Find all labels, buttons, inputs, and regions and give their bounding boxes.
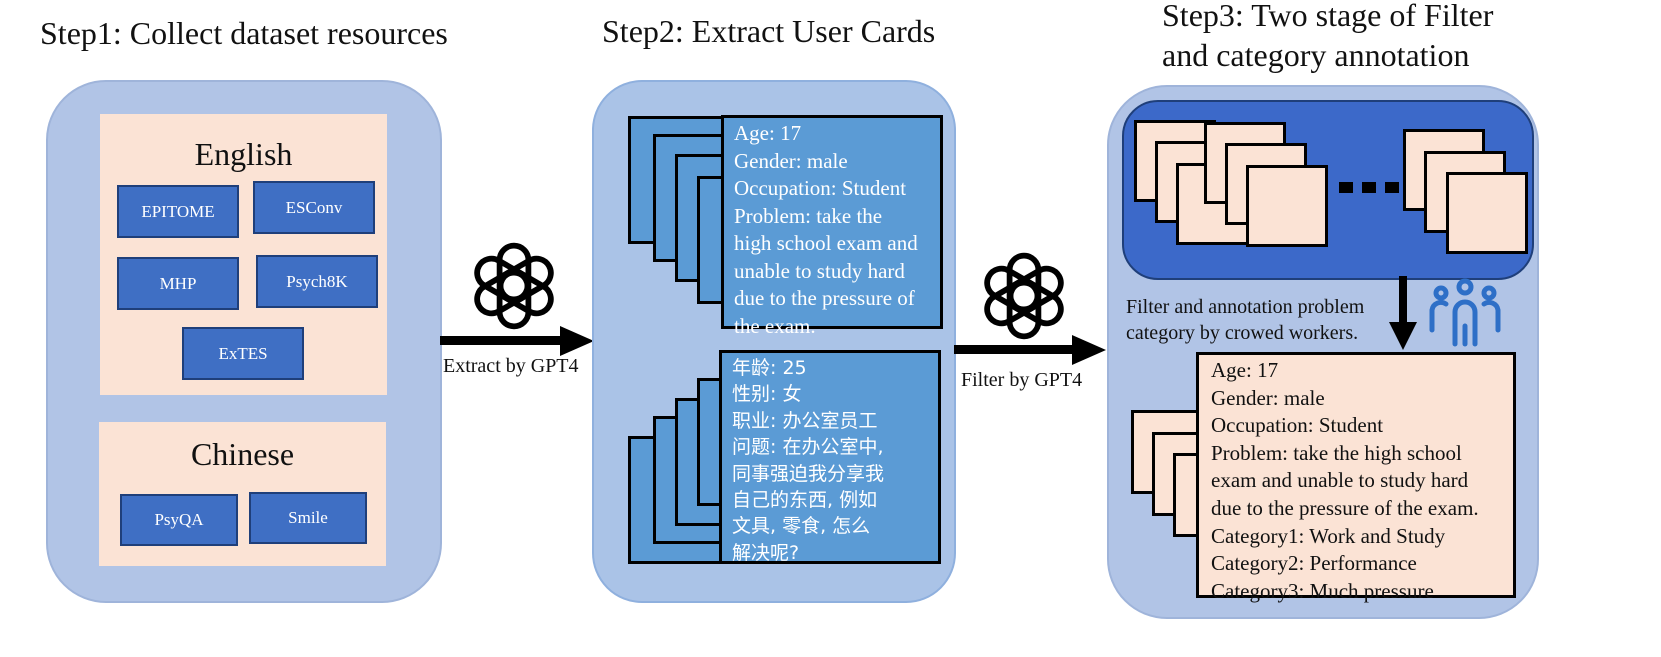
english-label: English — [194, 136, 293, 172]
card-line: 自己的东西, 例如 — [732, 489, 878, 512]
result-card-line: exam and unable to study hard — [1211, 468, 1469, 493]
card-line: 同事强迫我分享我 — [732, 462, 885, 485]
user-card-chinese: 年龄: 25 性别: 女 职业: 办公室员工 问题: 在办公室中, 同事强迫我分… — [719, 350, 941, 564]
step2-title: Step2: Extract User Cards — [602, 13, 936, 49]
dataset-smile: Smile — [249, 492, 367, 544]
extract-label: Extract by GPT4 — [443, 355, 579, 377]
result-card-line: Category1: Work and Study — [1211, 523, 1446, 548]
annotate-arrow — [1399, 276, 1407, 326]
openai-logo-icon — [474, 242, 554, 330]
openai-logo-icon — [984, 252, 1064, 340]
dataset-psyqa: PsyQA — [120, 494, 238, 546]
card-line: 解决呢? — [732, 541, 800, 564]
card-line: 职业: 办公室员工 — [732, 409, 878, 432]
result-card-line: Gender: male — [1211, 385, 1325, 410]
dataset-esconv: ESConv — [253, 181, 375, 234]
dataset-epitome: EPITOME — [117, 185, 239, 238]
card-line: 性别: 女 — [732, 383, 802, 406]
result-card-line: Age: 17 — [1211, 358, 1279, 382]
card-line: Gender: male — [734, 148, 848, 173]
annotate-arrowhead — [1389, 322, 1417, 350]
annotated-user-card: Age: 17 Gender: male Occupation: Student… — [1196, 352, 1516, 603]
step3-title-line2: and category annotation — [1162, 37, 1470, 73]
filter-label: Filter by GPT4 — [961, 369, 1083, 391]
pool-card — [1446, 172, 1528, 254]
annotation-note-line1: Filter and annotation problem — [1126, 296, 1365, 318]
card-line: Age: 17 — [734, 121, 802, 145]
result-card-line: due to the pressure of the exam. — [1211, 495, 1479, 520]
result-card-line: Problem: take the high school — [1211, 440, 1462, 465]
card-line: 问题: 在办公室中, — [732, 436, 884, 459]
dataset-extes: ExTES — [182, 327, 304, 380]
dataset-mhp: MHP — [117, 257, 239, 310]
ellipsis-dot — [1339, 182, 1353, 193]
step3-title-line1: Step3: Two stage of Filter — [1162, 0, 1494, 33]
filter-arrow — [954, 345, 1076, 354]
card-line: Problem: take the — [734, 203, 883, 228]
card-line: Occupation: Student — [734, 176, 907, 200]
step1-title: Step1: Collect dataset resources — [40, 15, 448, 51]
card-line: the exam. — [734, 313, 816, 338]
annotation-note: Filter and annotation problem category b… — [1126, 294, 1364, 346]
card-line: 文具, 零食, 怎么 — [732, 515, 871, 538]
ellipsis-dot — [1385, 182, 1399, 193]
card-line: 年龄: 25 — [732, 357, 807, 379]
result-card-line: Occupation: Student — [1211, 413, 1384, 438]
card-line: unable to study hard — [734, 258, 905, 283]
filter-arrowhead — [1072, 335, 1106, 365]
ellipsis-dot — [1362, 182, 1376, 193]
extract-arrow — [440, 336, 564, 345]
annotation-note-line2: category by crowed workers. — [1126, 322, 1359, 344]
pool-card — [1246, 165, 1328, 247]
crowd-workers-icon — [1429, 278, 1501, 347]
card-line: due to the pressure of — [734, 286, 915, 310]
dataset-psych8k: Psych8K — [256, 255, 378, 308]
result-card-line: Category2: Performance — [1211, 551, 1417, 576]
chinese-label: Chinese — [190, 436, 295, 472]
extract-arrowhead — [560, 326, 594, 356]
result-card-line: Category3: Much pressure — [1211, 578, 1434, 603]
card-line: high school exam and — [734, 231, 918, 255]
user-card-english: Age: 17 Gender: male Occupation: Student… — [721, 115, 943, 338]
